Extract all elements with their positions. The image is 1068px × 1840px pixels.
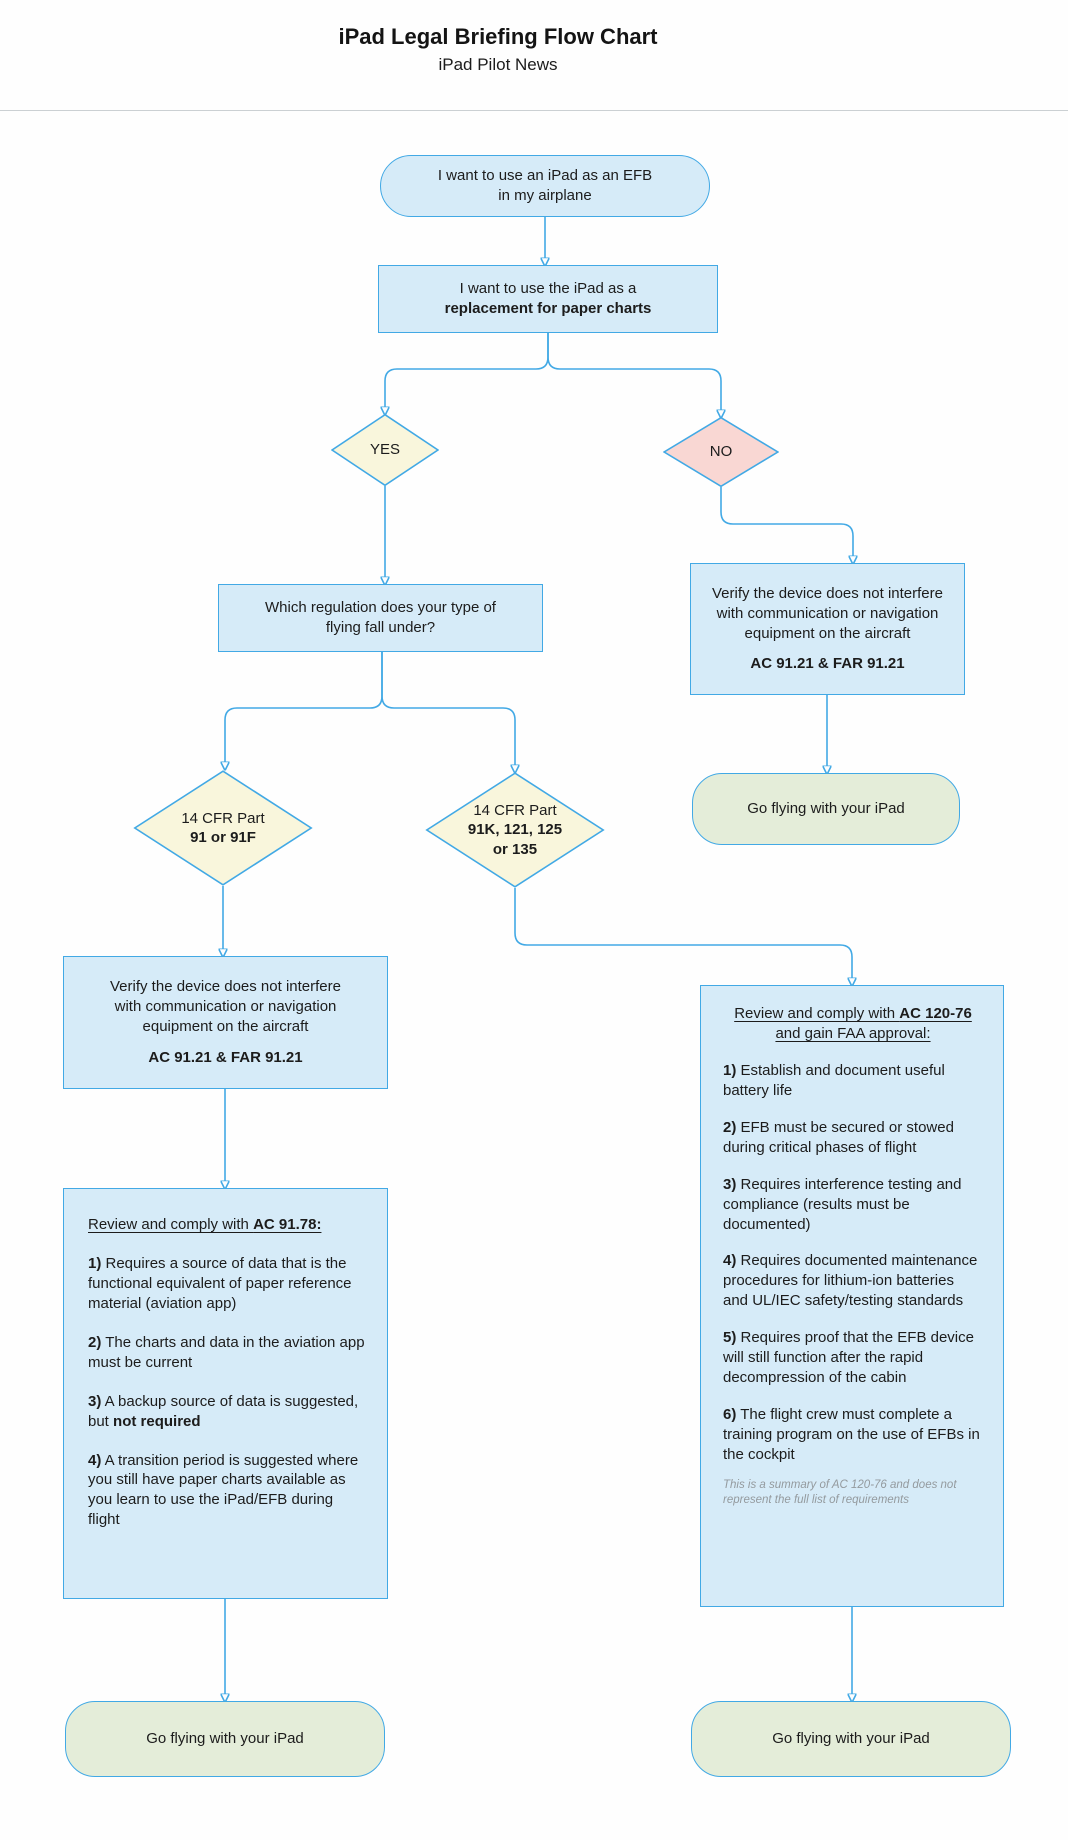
part91k-text: 14 CFR Part 91K, 121, 125 or 135 — [425, 772, 605, 888]
header-divider — [0, 110, 1068, 111]
part91-line1: 14 CFR Part — [181, 809, 265, 827]
part91k-diamond-shape — [425, 772, 605, 888]
connector-no-verify — [720, 487, 853, 556]
node-part91k-diamond: 14 CFR Part 91K, 121, 125 or 135 — [425, 772, 605, 888]
connector-paper-no — [547, 333, 721, 410]
connector-paper-yes — [385, 333, 549, 407]
ac12076-heading-post: and gain FAA approval: — [775, 1024, 931, 1042]
node-start-line1: I want to use an iPad as an EFB — [437, 167, 653, 185]
page-subtitle: iPad Pilot News — [438, 55, 558, 74]
node-go-flying-left: Go flying with your iPad — [65, 1701, 385, 1777]
verify-right-line2: with communication or navigation — [716, 604, 939, 622]
item-text: Requires interference testing and compli… — [723, 1175, 962, 1233]
no-diamond-shape — [663, 417, 779, 487]
ac12076-item-6: 6) The flight crew must complete a train… — [723, 1405, 983, 1465]
item-text: Requires proof that the EFB device will … — [723, 1329, 974, 1387]
node-paper-charts-line1: I want to use the iPad as a — [459, 280, 637, 298]
verify-left-line2: with communication or navigation — [114, 998, 337, 1016]
part91k-line2: 91K, 121, 125 — [467, 821, 563, 839]
no-label: NO — [709, 443, 733, 461]
item-number: 5) — [723, 1329, 737, 1347]
ac9178-heading-bold: AC 91.78: — [253, 1216, 322, 1233]
item-text: The flight crew must complete a training… — [723, 1406, 980, 1463]
ac9178-item-4: 4) A transition period is suggested wher… — [88, 1451, 365, 1531]
node-paper-charts: I want to use the iPad as a replacement … — [378, 265, 718, 333]
item-text: Requires documented maintenance procedur… — [723, 1252, 978, 1310]
connector-regulation-part91 — [225, 652, 383, 762]
verify-right-line3: equipment on the aircraft — [744, 624, 911, 642]
node-go-flying-right: Go flying with your iPad — [691, 1701, 1011, 1777]
item-text: Requires a source of data that is the fu… — [88, 1254, 352, 1312]
item-number: 2) — [723, 1118, 737, 1136]
ac9178-heading-pre: Review and comply with — [88, 1216, 254, 1233]
part91-line2: 91 or 91F — [190, 829, 256, 846]
node-verify-interference-right: Verify the device does not interfere wit… — [690, 563, 965, 695]
node-regulation-question: Which regulation does your type of flyin… — [218, 584, 543, 652]
go-flying-right-label: Go flying with your iPad — [772, 1730, 930, 1748]
ac12076-heading-bold: AC 120-76 — [899, 1005, 972, 1022]
ac12076-footnote: This is a summary of AC 120-76 and does … — [723, 1478, 957, 1506]
item-bold-text: not required — [113, 1412, 201, 1430]
item-number: 2) — [88, 1333, 102, 1351]
item-number: 4) — [723, 1252, 737, 1270]
ac9178-heading: Review and comply with AC 91.78: — [88, 1215, 365, 1235]
item-text: Establish and document useful battery li… — [723, 1061, 945, 1099]
page-title: iPad Legal Briefing Flow Chart — [338, 24, 658, 49]
yes-diamond-shape — [331, 414, 439, 486]
verify-left-ref: AC 91.21 & FAR 91.21 — [148, 1048, 303, 1066]
part91-text: 14 CFR Part 91 or 91F — [133, 770, 313, 886]
ac9178-item-3: 3) A backup source of data is suggested,… — [88, 1392, 365, 1432]
ac12076-content: Review and comply with AC 120-76 and gai… — [701, 986, 1003, 1520]
node-start-line2: in my airplane — [498, 187, 592, 204]
node-verify-interference-left: Verify the device does not interfere wit… — [63, 956, 388, 1089]
item-number: 1) — [723, 1061, 737, 1079]
node-decision-yes: YES — [331, 414, 439, 486]
ac9178-content: Review and comply with AC 91.78: 1) Requ… — [64, 1189, 387, 1548]
ac12076-item-3: 3) Requires interference testing and com… — [723, 1175, 983, 1235]
ac12076-item-4: 4) Requires documented maintenance proce… — [723, 1251, 983, 1311]
item-number: 6) — [723, 1406, 737, 1424]
item-number: 3) — [723, 1175, 737, 1193]
regulation-line1: Which regulation does your type of — [265, 599, 496, 617]
ac12076-heading: Review and comply with AC 120-76 and gai… — [723, 1004, 983, 1044]
ac9178-item-1: 1) Requires a source of data that is the… — [88, 1254, 365, 1314]
node-part91-diamond: 14 CFR Part 91 or 91F — [133, 770, 313, 886]
go-flying-no-label: Go flying with your iPad — [747, 800, 905, 818]
ac12076-item-2: 2) EFB must be secured or stowed during … — [723, 1118, 983, 1158]
node-paper-charts-line2: replacement for paper charts — [444, 300, 652, 317]
connector-regulation-part91k — [381, 652, 515, 765]
part91-diamond-shape — [133, 770, 313, 886]
ac12076-item-1: 1) Establish and document useful battery… — [723, 1061, 983, 1101]
node-decision-no: NO — [663, 417, 779, 487]
item-text: EFB must be secured or stowed during cri… — [723, 1118, 954, 1156]
page-header: iPad Legal Briefing Flow Chart iPad Pilo… — [0, 24, 996, 75]
item-number: 3) — [88, 1392, 102, 1410]
item-number: 1) — [88, 1254, 102, 1272]
node-ac12076-requirements: Review and comply with AC 120-76 and gai… — [700, 985, 1004, 1607]
verify-left-line1: Verify the device does not interfere — [110, 978, 341, 996]
verify-left-line3: equipment on the aircraft — [142, 1018, 309, 1035]
connector-part91k-ac12076 — [514, 888, 852, 978]
go-flying-left-label: Go flying with your iPad — [146, 1730, 304, 1748]
ac9178-item-2: 2) The charts and data in the aviation a… — [88, 1333, 365, 1373]
node-ac9178-requirements: Review and comply with AC 91.78: 1) Requ… — [63, 1188, 388, 1599]
node-go-flying-no-branch: Go flying with your iPad — [692, 773, 960, 845]
item-text: A backup source of data is suggested, bu… — [88, 1392, 359, 1430]
part91k-line1: 14 CFR Part — [473, 801, 557, 819]
ac12076-heading-pre: Review and comply with — [734, 1005, 900, 1022]
part91k-line3: or 135 — [492, 840, 538, 858]
item-text: A transition period is suggested where y… — [88, 1451, 359, 1529]
ac12076-item-5: 5) Requires proof that the EFB device wi… — [723, 1328, 983, 1388]
regulation-line2: flying fall under? — [325, 619, 436, 636]
item-text: The charts and data in the aviation app … — [88, 1333, 365, 1371]
yes-label: YES — [369, 441, 400, 459]
item-number: 4) — [88, 1451, 102, 1469]
node-start: I want to use an iPad as an EFB in my ai… — [380, 155, 710, 217]
verify-right-ref: AC 91.21 & FAR 91.21 — [750, 655, 905, 673]
verify-right-line1: Verify the device does not interfere — [712, 584, 943, 602]
